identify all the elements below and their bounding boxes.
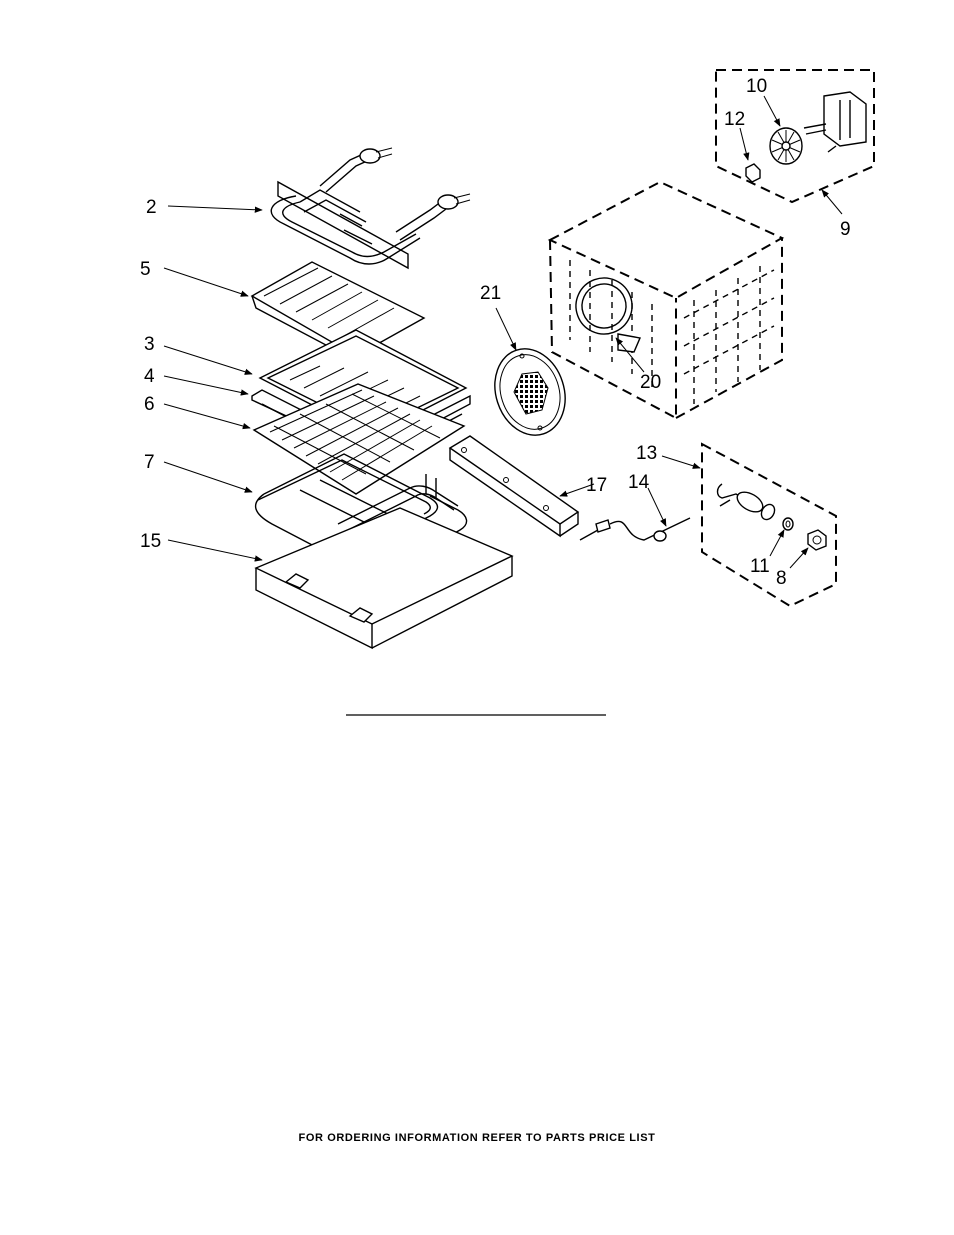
footer-note: FOR ORDERING INFORMATION REFER TO PARTS … bbox=[0, 1132, 954, 1144]
callout-8: 8 bbox=[776, 568, 787, 589]
callout-3: 3 bbox=[144, 334, 155, 355]
bottom-cover-part bbox=[256, 508, 512, 648]
fan-cover-part bbox=[484, 340, 576, 445]
fan-motor-terminal-assembly bbox=[702, 444, 836, 606]
callout-9: 9 bbox=[840, 219, 851, 240]
callout-11: 11 bbox=[750, 556, 770, 577]
callout-7: 7 bbox=[144, 452, 155, 473]
callout-6: 6 bbox=[144, 394, 155, 415]
bracket-part bbox=[450, 436, 578, 536]
temperature-sensor-part bbox=[580, 518, 690, 541]
callout-20: 20 bbox=[640, 372, 661, 393]
broil-element-part bbox=[271, 148, 470, 268]
callout-12: 12 bbox=[724, 109, 745, 130]
callout-13: 13 bbox=[636, 443, 657, 464]
callout-4: 4 bbox=[144, 366, 155, 387]
callout-17: 17 bbox=[586, 475, 607, 496]
callout-10: 10 bbox=[746, 76, 767, 97]
convection-element-part bbox=[568, 270, 640, 352]
callout-5: 5 bbox=[140, 259, 151, 280]
oven-cavity-outline bbox=[550, 182, 782, 418]
convection-fan-motor-box bbox=[716, 70, 874, 202]
callout-14: 14 bbox=[628, 472, 650, 493]
callout-21: 21 bbox=[480, 283, 501, 304]
callout-15: 15 bbox=[140, 531, 161, 552]
callout-2: 2 bbox=[146, 197, 157, 218]
